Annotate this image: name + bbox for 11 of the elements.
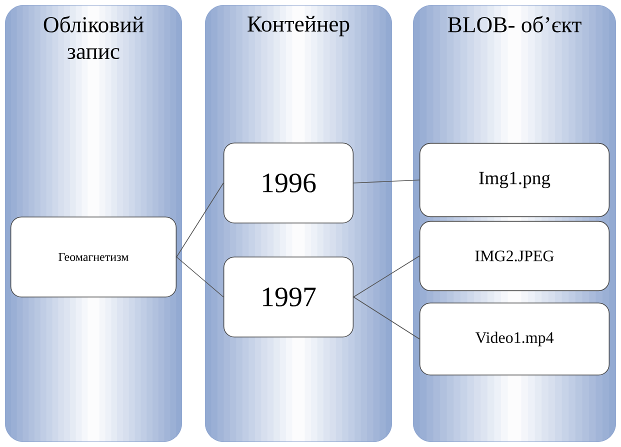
record-box: Img1.png bbox=[419, 142, 610, 218]
record-box: IMG2.JPEG bbox=[419, 220, 610, 292]
connector-line bbox=[353, 256, 420, 298]
record-box: 1997 bbox=[223, 256, 354, 338]
connector-line bbox=[176, 182, 224, 258]
record-box: Геомагнетизм bbox=[10, 216, 177, 298]
record-box: 1996 bbox=[223, 142, 354, 224]
connector-line bbox=[176, 256, 224, 298]
connector-line bbox=[353, 296, 420, 340]
record-box: Video1.mp4 bbox=[419, 302, 610, 376]
connector-line bbox=[353, 180, 420, 184]
